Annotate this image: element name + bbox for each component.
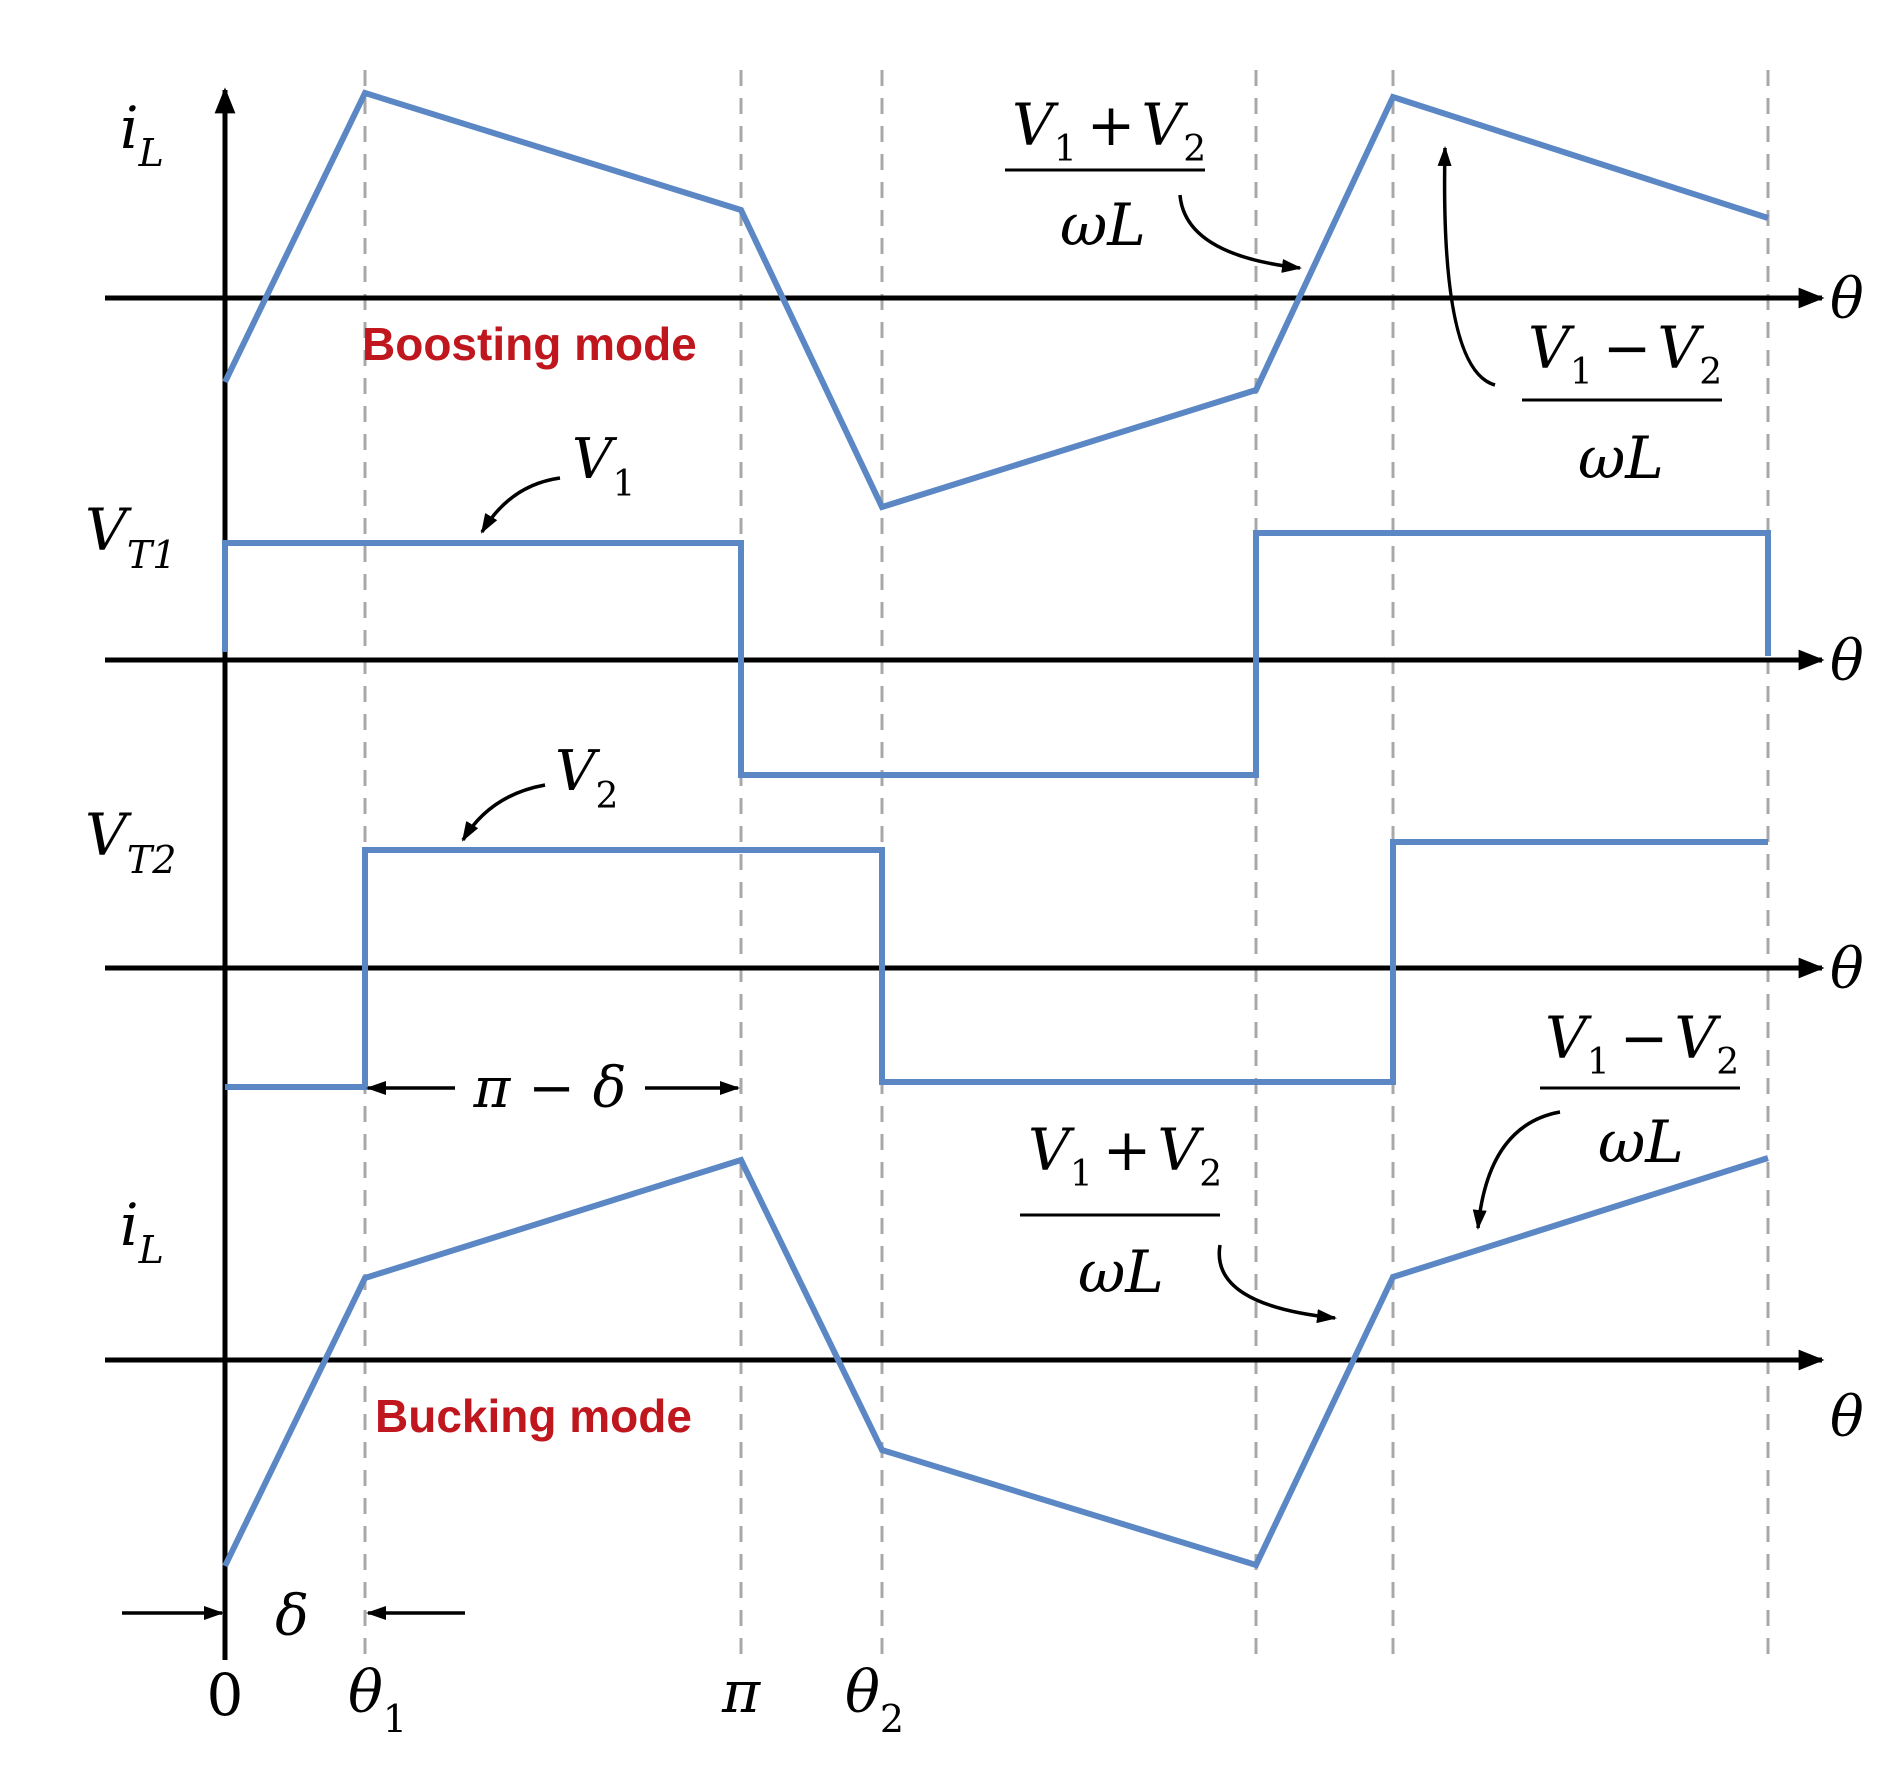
top-diff-denominator: ωL xyxy=(1578,424,1664,492)
tick-theta1: θ1 xyxy=(348,1658,407,1741)
vt2-label: VT2 xyxy=(85,801,176,882)
il-boosting-waveform xyxy=(222,89,1769,511)
bottom-diff-numerator: V1−V2 xyxy=(1545,1004,1739,1083)
bottom-diff-arrow xyxy=(1472,1110,1561,1230)
v1-annotation: V1 xyxy=(480,427,635,534)
pi-minus-delta-label: π − δ xyxy=(472,1056,626,1121)
top-sum-denominator: ωL xyxy=(1060,191,1146,259)
il-top-label: iL xyxy=(120,94,164,175)
il-bucking-waveform xyxy=(222,1155,1769,1569)
bucking-mode-label: Bucking mode xyxy=(375,1390,692,1442)
tick-pi: π xyxy=(721,1658,761,1726)
theta-label-il-top: θ xyxy=(1830,267,1864,332)
top-sum-numerator: V1+V2 xyxy=(1012,91,1206,170)
top-sum-arrow xyxy=(1178,194,1302,273)
top-diff-numerator: V1−V2 xyxy=(1528,314,1722,393)
tick-theta2: θ2 xyxy=(845,1658,904,1741)
bottom-diff-fraction: V1−V2 ωL xyxy=(1472,1004,1740,1230)
vt1-label: VT1 xyxy=(85,496,176,577)
v1-symbol: V1 xyxy=(572,427,635,505)
theta-label-il-bottom: θ xyxy=(1830,1385,1864,1450)
vt2-waveform xyxy=(225,839,1768,1090)
bottom-diff-denominator: ωL xyxy=(1598,1108,1684,1176)
v2-annotation: V2 xyxy=(461,739,618,842)
bottom-sum-denominator: ωL xyxy=(1078,1238,1164,1306)
il-bottom-label: iL xyxy=(120,1191,164,1272)
trace-labels: iL VT1 VT2 iL xyxy=(85,94,176,1272)
theta-label-vt1: θ xyxy=(1830,629,1864,694)
theta-axes xyxy=(105,287,1825,1371)
bottom-sum-numerator: V1+V2 xyxy=(1028,1116,1222,1195)
bottom-sum-arrow xyxy=(1217,1244,1337,1324)
top-sum-fraction: V1+V2 ωL xyxy=(1005,91,1302,273)
tick-zero: 0 xyxy=(207,1661,244,1729)
boosting-mode-label: Boosting mode xyxy=(362,318,697,370)
top-diff-fraction: V1−V2 ωL xyxy=(1437,146,1722,492)
bottom-sum-fraction: V1+V2 ωL xyxy=(1020,1116,1337,1324)
vt1-waveform xyxy=(222,530,1771,778)
pi-minus-delta-span: π − δ xyxy=(366,1056,740,1121)
waveforms xyxy=(222,89,1771,1569)
theta-label-vt2: θ xyxy=(1830,937,1864,1002)
v2-symbol: V2 xyxy=(555,739,618,817)
top-diff-arrow xyxy=(1437,146,1496,387)
delta-label: δ xyxy=(275,1584,309,1649)
v1-arrow xyxy=(480,476,561,534)
v2-arrow xyxy=(461,783,546,842)
delta-span: δ xyxy=(122,1584,465,1649)
tick-labels: 0 θ1 π θ2 xyxy=(207,1658,905,1741)
